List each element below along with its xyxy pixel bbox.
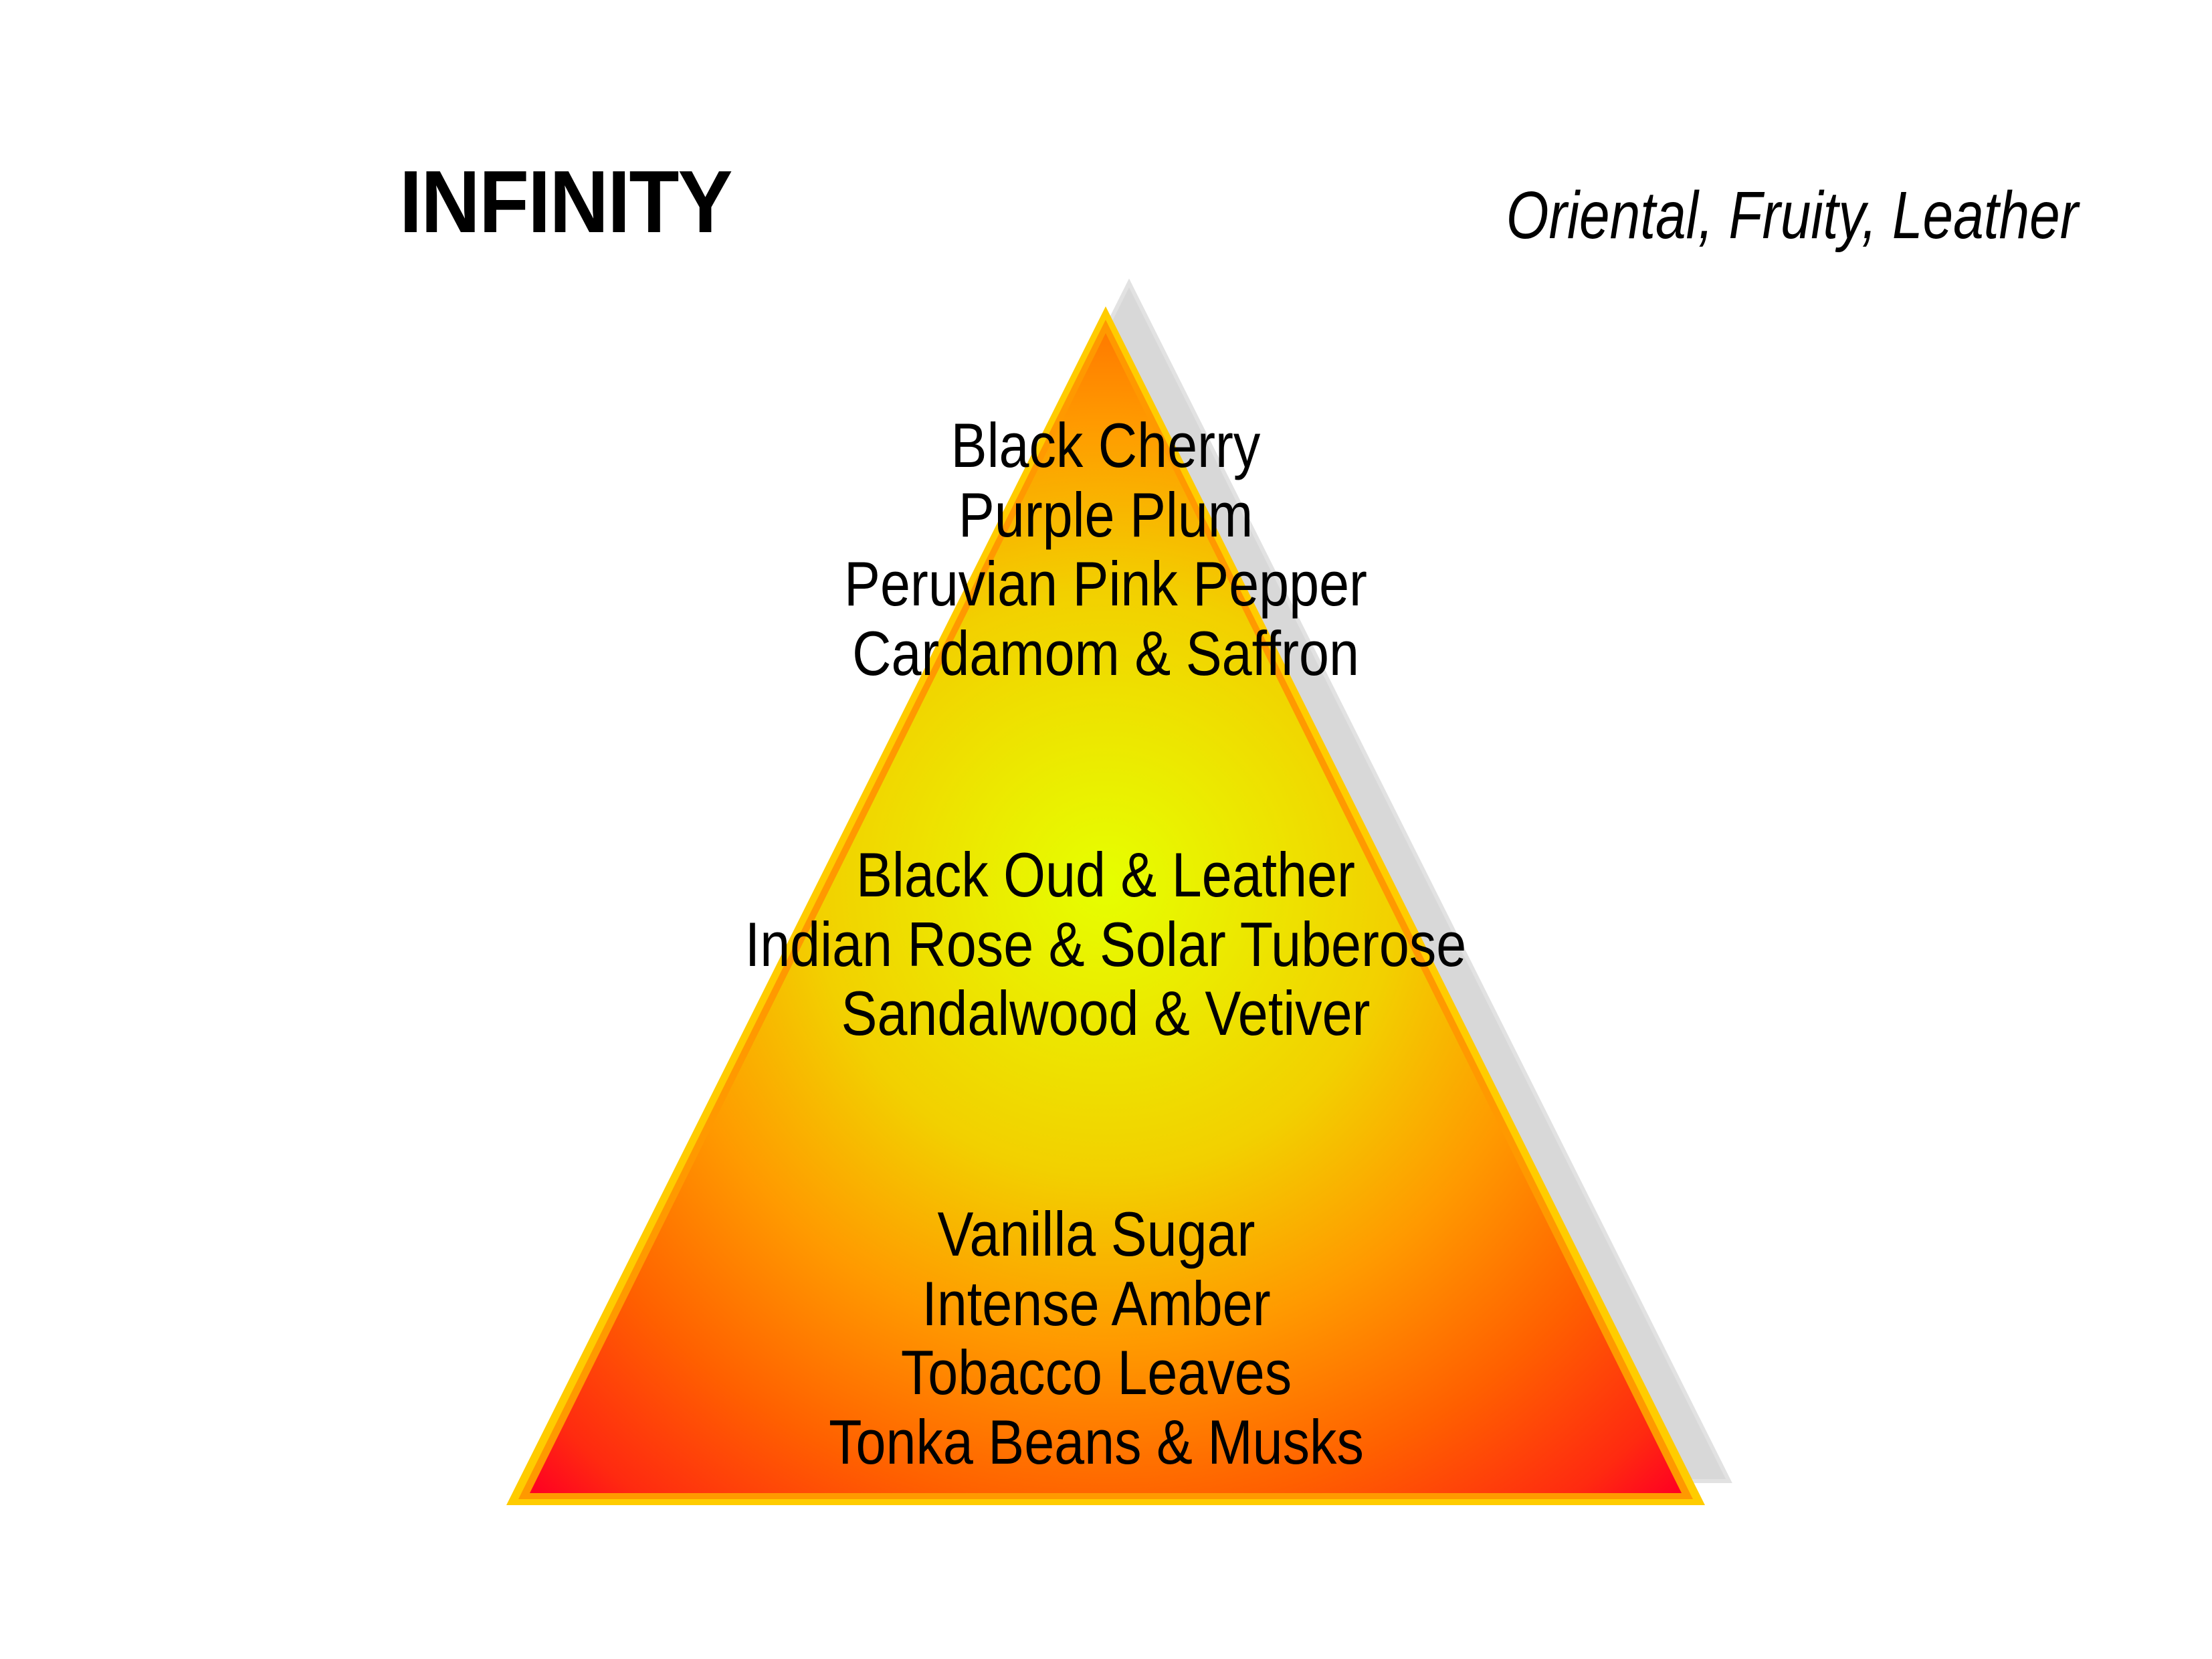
note-text: Black Oud & Leather [856,840,1355,910]
fragrance-title: INFINITY [399,153,732,251]
pyramid-fill [530,333,1682,1493]
base-notes-tier: Vanilla Sugar Intense Amber Tobacco Leav… [427,1199,1765,1476]
fragrance-family-subtitle: Oriental, Fruity, Leather [1506,178,2078,253]
note-text: Purple Plum [958,479,1253,550]
note-text: Vanilla Sugar [937,1199,1255,1269]
note-text: Tobacco Leaves [900,1337,1292,1407]
note-text: Black Cherry [950,410,1261,480]
top-notes-tier: Black Cherry Purple Plum Peruvian Pink P… [437,411,1775,688]
heart-notes-tier: Black Oud & Leather Indian Rose & Solar … [437,840,1775,1048]
note-text: Cardamom & Saffron [852,617,1359,688]
note-text: Peruvian Pink Pepper [844,549,1367,619]
note-text: Tonka Beans & Musks [829,1406,1364,1477]
note-text: Intense Amber [922,1268,1271,1339]
note-text: Indian Rose & Solar Tuberose [744,908,1467,979]
note-text: Sandalwood & Vetiver [841,978,1371,1048]
